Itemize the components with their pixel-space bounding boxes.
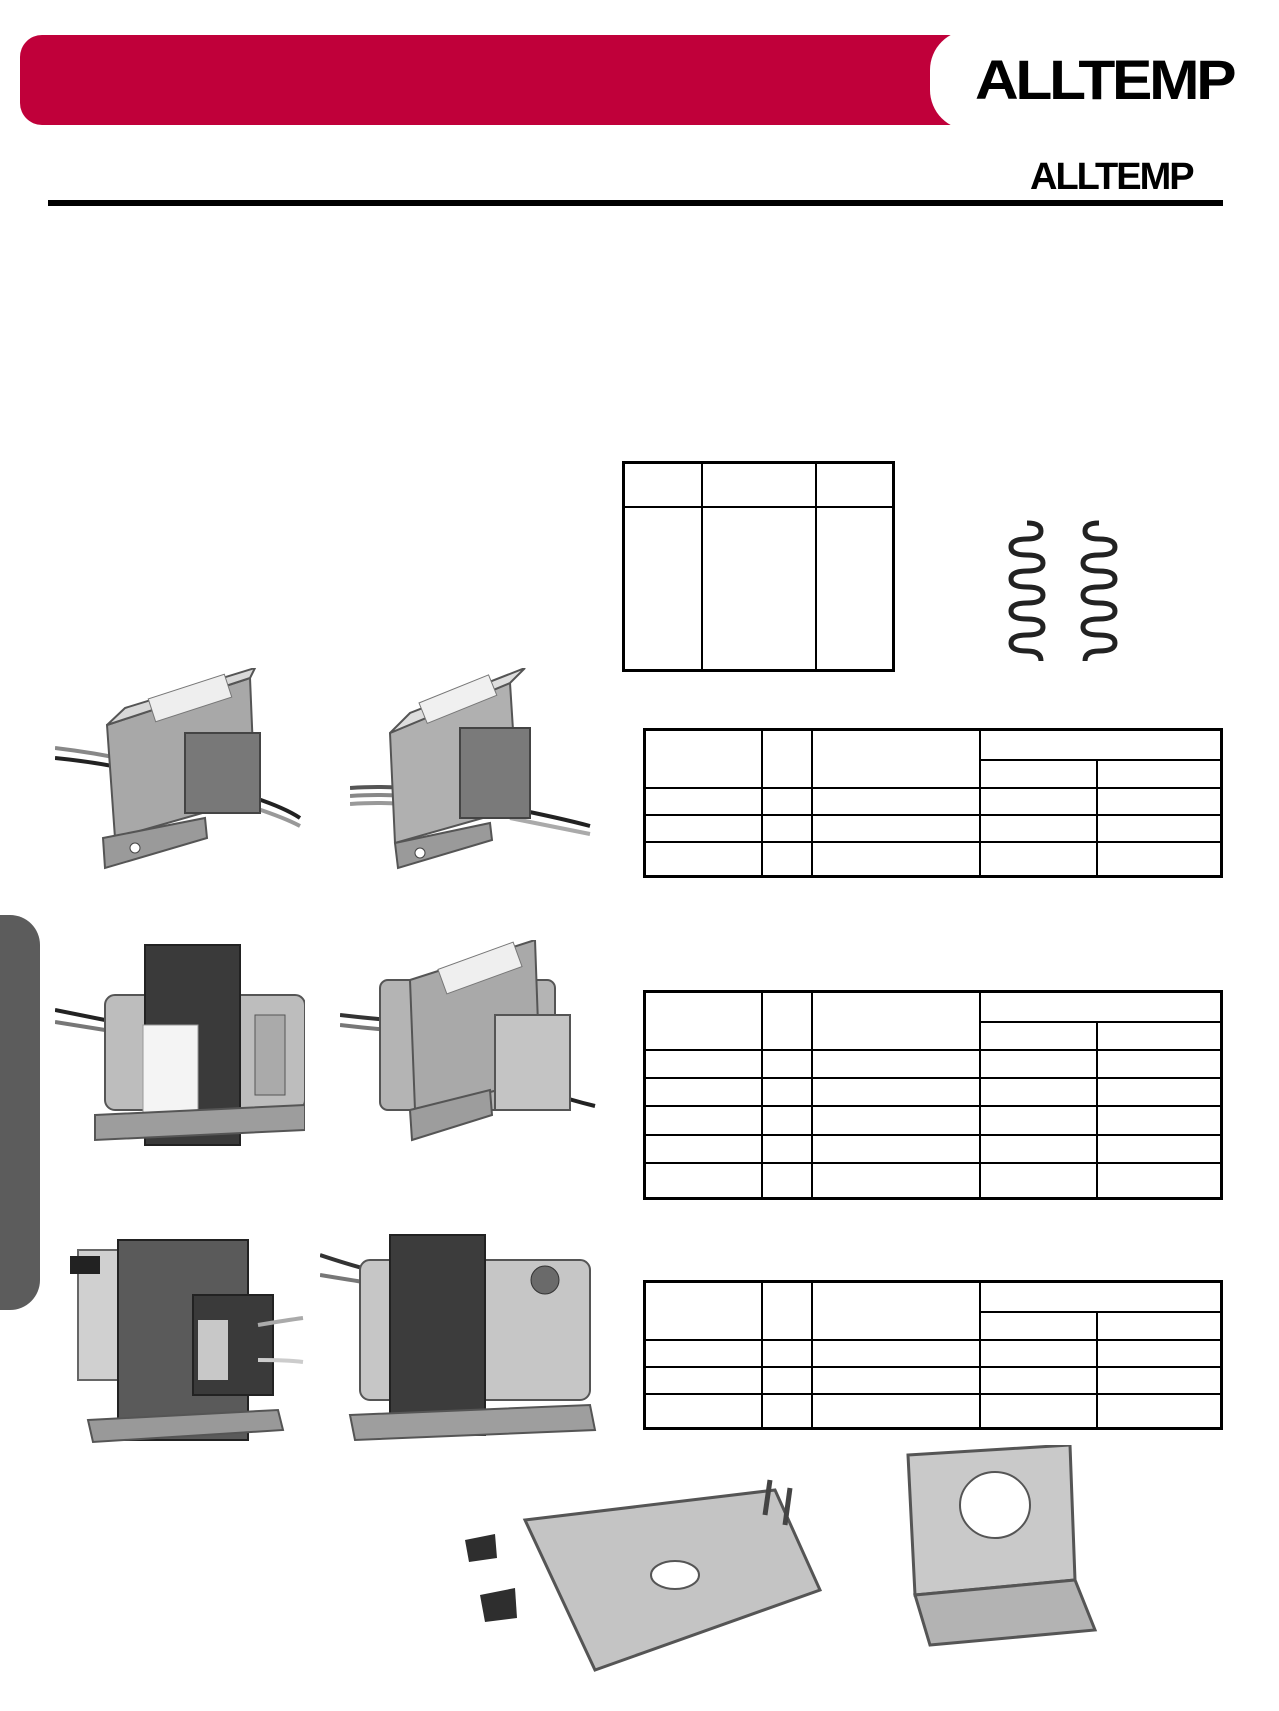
transformer-photo-6: [319, 1225, 605, 1445]
transformer-coil-icon: [1005, 515, 1135, 670]
table-cell: [811, 1338, 981, 1368]
table-cell: [1096, 1338, 1223, 1368]
table-cell: [761, 786, 813, 816]
table-cell: [643, 1338, 763, 1368]
banner-cap: [930, 30, 1010, 130]
table-cell: [643, 1365, 763, 1396]
table-header-cell: [761, 990, 813, 1051]
table-cell: [979, 1393, 1098, 1430]
section-side-tab: [0, 915, 40, 1310]
table-cell: [1096, 1365, 1223, 1396]
brand-logo-small: ALLTEMP: [1030, 156, 1195, 198]
table-cell: [811, 1365, 981, 1396]
table-cell: [643, 1162, 763, 1200]
table-cell: [1096, 1393, 1223, 1430]
table-cell: [1096, 1133, 1223, 1165]
table-cell: [811, 1162, 981, 1200]
table-header-cell: [979, 758, 1098, 789]
header-rule: [48, 200, 1223, 206]
table-cell: [1096, 1048, 1223, 1079]
table-cell: [979, 1105, 1098, 1136]
table-cell: [643, 813, 763, 844]
table-cell: [1096, 1162, 1223, 1200]
table-cell: [761, 1105, 813, 1136]
table-cell: [761, 1076, 813, 1108]
table-header-cell: [979, 1280, 1223, 1313]
table-cell: [1096, 1076, 1223, 1108]
table-header-cell: [979, 990, 1223, 1023]
table-header-cell: [979, 1310, 1098, 1341]
table-cell: [761, 1338, 813, 1368]
transformer-photo-5: [48, 1220, 308, 1445]
table-cell: [979, 1365, 1098, 1396]
table-cell: [979, 813, 1098, 844]
table-header-cell: [811, 728, 981, 789]
table-cell: [1096, 786, 1223, 816]
table-cell: [811, 786, 981, 816]
table-header-cell: [1096, 1310, 1223, 1341]
table-cell: [979, 1133, 1098, 1165]
transformer-photo-3: [54, 940, 306, 1150]
table-cell: [979, 1162, 1098, 1200]
table-cell: [761, 813, 813, 844]
table-cell: [1096, 841, 1223, 878]
table-header-cell: [701, 461, 817, 508]
table-cell: [979, 1048, 1098, 1079]
table-cell: [643, 786, 763, 816]
table-cell: [761, 1393, 813, 1430]
table-cell: [1096, 813, 1223, 844]
table-header-cell: [622, 461, 703, 508]
spec-table-1: [643, 728, 1223, 878]
table-header-cell: [811, 990, 981, 1051]
table-cell: [701, 505, 817, 672]
table-cell: [622, 505, 703, 672]
table-cell: [979, 786, 1098, 816]
table-cell: [811, 1076, 981, 1108]
transformer-photo-1: [54, 666, 305, 878]
table-cell: [815, 505, 895, 672]
table-cell: [761, 1048, 813, 1079]
transformer-photo-4: [339, 938, 598, 1150]
table-cell: [811, 1105, 981, 1136]
spec-table-small: [622, 461, 895, 672]
table-header-cell: [643, 1280, 763, 1341]
spec-table-2: [643, 990, 1223, 1200]
table-header-cell: [815, 461, 895, 508]
table-header-cell: [979, 1020, 1098, 1051]
table-header-cell: [643, 990, 763, 1051]
transformer-photo-2: [349, 667, 595, 878]
table-cell: [643, 841, 763, 878]
table-cell: [811, 813, 981, 844]
table-cell: [979, 841, 1098, 878]
table-cell: [643, 1105, 763, 1136]
table-header-cell: [643, 728, 763, 789]
table-cell: [811, 1048, 981, 1079]
table-cell: [979, 1076, 1098, 1108]
table-header-cell: [1096, 758, 1223, 789]
table-cell: [643, 1393, 763, 1430]
l-bracket-photo: [900, 1443, 1100, 1650]
table-cell: [811, 1133, 981, 1165]
table-header-cell: [761, 728, 813, 789]
table-cell: [761, 1365, 813, 1396]
table-cell: [761, 841, 813, 878]
table-cell: [811, 841, 981, 878]
table-cell: [979, 1338, 1098, 1368]
table-cell: [643, 1076, 763, 1108]
mounting-plate-photo: [445, 1470, 835, 1685]
table-cell: [1096, 1105, 1223, 1136]
table-cell: [643, 1048, 763, 1079]
brand-logo: ALLTEMP: [975, 48, 1237, 111]
table-cell: [761, 1133, 813, 1165]
spec-table-3: [643, 1280, 1223, 1430]
table-header-cell: [979, 728, 1223, 761]
header-banner: [20, 35, 975, 125]
table-cell: [643, 1133, 763, 1165]
table-header-cell: [811, 1280, 981, 1341]
table-cell: [761, 1162, 813, 1200]
table-cell: [811, 1393, 981, 1430]
table-header-cell: [1096, 1020, 1223, 1051]
table-header-cell: [761, 1280, 813, 1341]
